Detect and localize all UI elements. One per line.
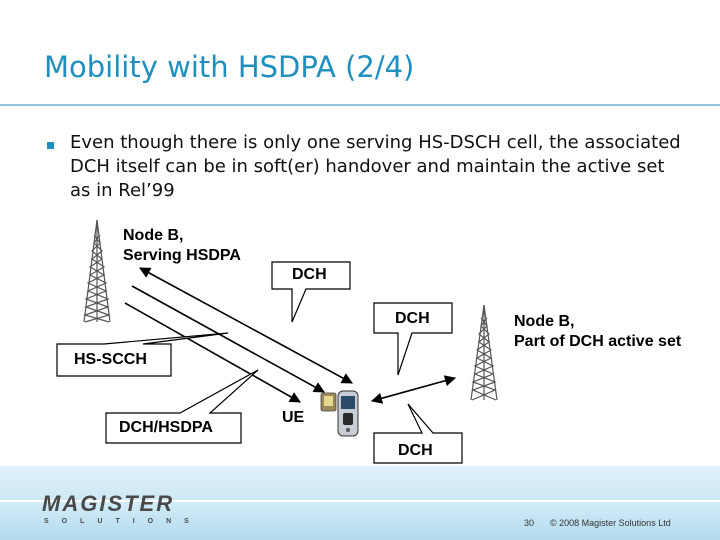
dch-callout-top-label: DCH xyxy=(292,266,327,283)
node-b-serving-label-line1: Node B, xyxy=(123,227,184,244)
title-divider xyxy=(0,104,720,106)
node-b-active-label-line2: Part of DCH active set xyxy=(514,333,682,350)
dch-callout-middle-label: DCH xyxy=(395,310,430,327)
bullet-marker-icon xyxy=(47,142,54,149)
serving-link-arrow-3 xyxy=(124,302,301,403)
bullet-text: Even though there is only one serving HS… xyxy=(70,132,681,201)
serving-node-b-tower-icon xyxy=(83,219,111,323)
dch-callout-middle xyxy=(373,302,453,376)
dch-callout-top xyxy=(271,261,351,323)
footer-divider xyxy=(0,500,720,502)
page-number: 30 xyxy=(524,518,535,528)
dch-hsdpa-callout xyxy=(105,369,259,444)
active-set-link-arrow xyxy=(370,375,457,404)
serving-link-arrow-1 xyxy=(139,267,353,384)
ue-phone-icon xyxy=(320,390,359,437)
dch-callout-bottom-label: DCH xyxy=(398,442,433,459)
dch-callout-bottom xyxy=(373,403,463,464)
ue-label: UE xyxy=(282,409,305,426)
active-set-node-b-tower-icon xyxy=(470,304,498,401)
node-b-active-label-line1: Node B, xyxy=(514,313,575,330)
footer-bar xyxy=(0,502,720,540)
slide-title: Mobility with HSDPA (2/4) xyxy=(44,50,415,84)
node-b-serving-label-line2: Serving HSDPA xyxy=(123,247,241,264)
copyright-notice: © 2008 Magister Solutions Ltd xyxy=(550,518,671,528)
hs-scch-callout-label: HS-SCCH xyxy=(74,351,147,368)
dch-hsdpa-callout-label: DCH/HSDPA xyxy=(119,419,213,436)
logo-subtitle: SOLUTIONS xyxy=(44,518,202,525)
serving-link-arrow-2 xyxy=(131,285,325,393)
logo-wordmark: MAGISTER xyxy=(42,491,175,516)
hs-scch-callout xyxy=(56,332,229,377)
